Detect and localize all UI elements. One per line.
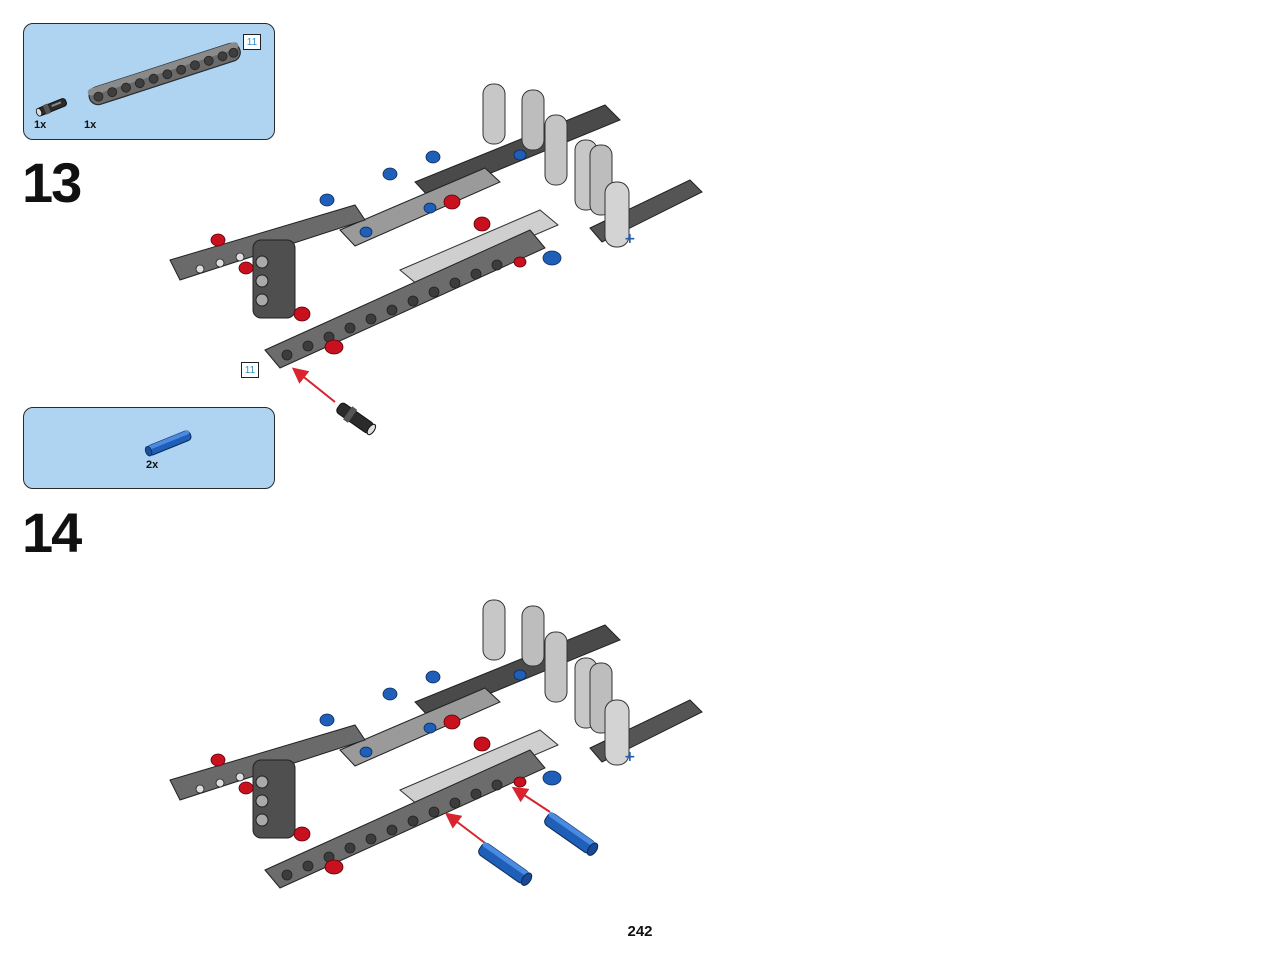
- length-tag-callout: 11: [241, 362, 259, 378]
- parts-list-step-13: 1x 1x 11: [23, 23, 275, 140]
- length-tag-beam: 11: [243, 34, 261, 50]
- step-number-13: 13: [22, 151, 82, 214]
- blue-pin-icon: [144, 430, 192, 457]
- svg-text:+: +: [624, 749, 636, 765]
- beam-11-icon: [87, 42, 241, 106]
- svg-text:+: +: [624, 231, 636, 247]
- part-qty-black-pin: 1x: [34, 119, 47, 131]
- part-qty-beam-11: 1x: [84, 119, 97, 131]
- assembly-step-13: +: [169, 83, 703, 436]
- page-number: 242: [627, 923, 653, 940]
- step-number-14: 14: [22, 501, 82, 564]
- assembly-step-14: +: [169, 599, 703, 889]
- black-pin-icon: [35, 98, 68, 117]
- parts-list-step-14: 2x: [23, 407, 275, 489]
- part-qty-blue-pin: 2x: [146, 459, 159, 471]
